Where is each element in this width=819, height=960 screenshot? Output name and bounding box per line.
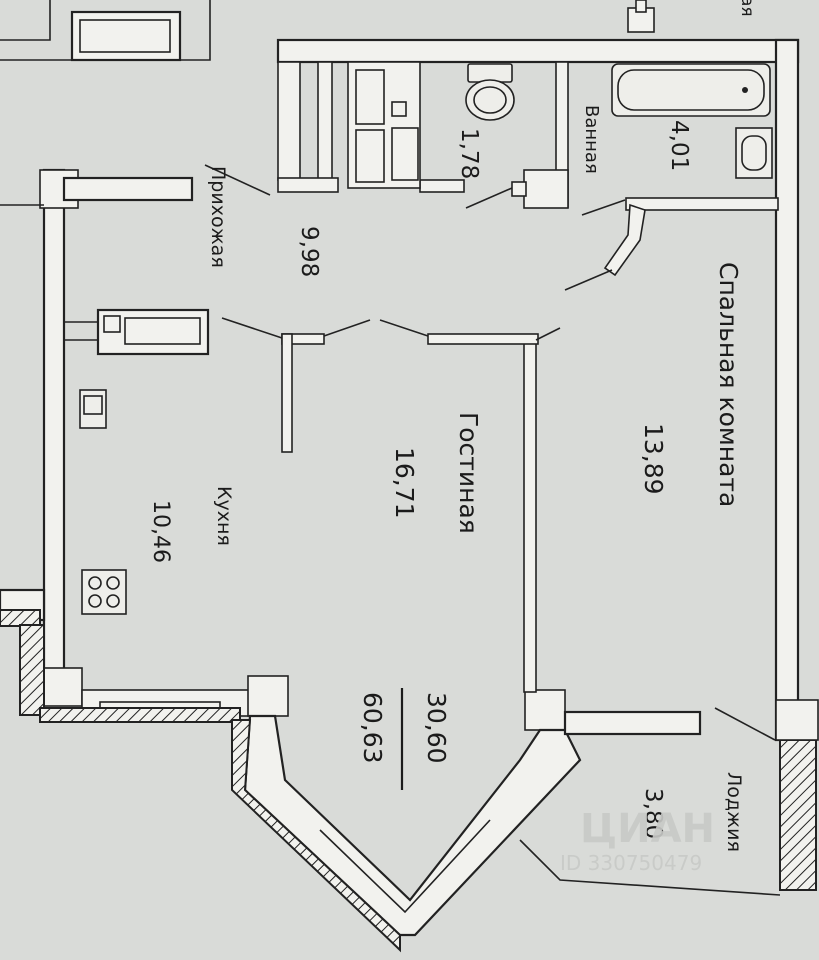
- living-area: 16,71: [390, 447, 419, 519]
- stove-icon: [81, 569, 127, 615]
- bathroom-name: Ванная: [581, 105, 602, 174]
- kitchen-area: 10,46: [148, 500, 173, 563]
- kitchen-name: Кухня: [213, 486, 235, 546]
- fixtures: [79, 63, 773, 615]
- watermark: ЦИАН ID 330750479: [560, 806, 715, 875]
- neighbour-label-fragment: ая: [737, 0, 757, 17]
- interior-walls: [64, 0, 779, 693]
- living-area-total: 30,60: [422, 692, 451, 764]
- toilet-area: 1,78: [456, 128, 482, 179]
- watermark-id: ID 330750479: [560, 851, 702, 875]
- living-name: Гостиная: [454, 412, 483, 534]
- bedroom-name: Спальная комната: [714, 262, 743, 507]
- room-labels: Прихожая 9,98 1,78 Ванная 4,01 Спальная …: [148, 0, 757, 852]
- watermark-brand: ЦИАН: [580, 806, 715, 852]
- hallway-name: Прихожая: [207, 166, 229, 268]
- appliance-icon: [79, 389, 107, 429]
- neighbour-fragment: [0, 0, 211, 62]
- total-area: 60,63: [358, 692, 387, 764]
- bathtub-icon: [611, 63, 771, 117]
- bedroom-area: 13,89: [639, 423, 668, 495]
- bay-window: [231, 714, 582, 953]
- bathroom-area: 4,01: [666, 120, 692, 171]
- toilet-icon: [465, 63, 515, 121]
- loggia-area: 3,80: [640, 788, 666, 839]
- hallway-area: 9,98: [296, 226, 322, 277]
- exterior-walls: [0, 38, 819, 891]
- sink-icon: [735, 127, 773, 179]
- loggia-walls: [519, 707, 781, 896]
- loggia-name: Лоджия: [723, 772, 745, 852]
